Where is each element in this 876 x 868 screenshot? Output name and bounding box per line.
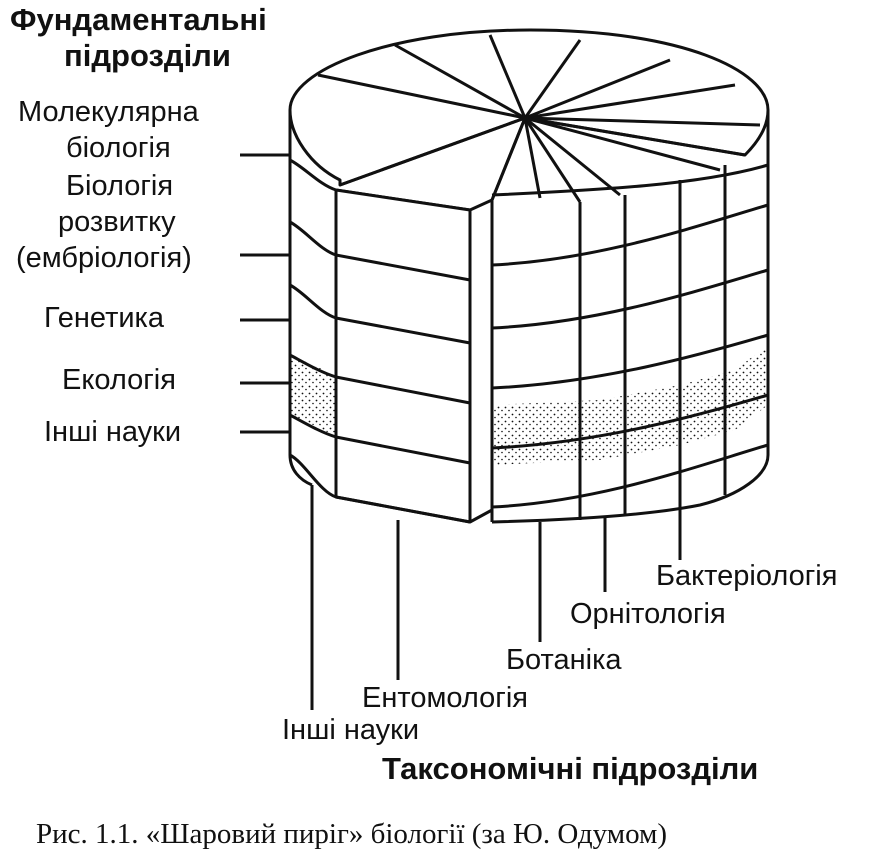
- layer-top-wedge-front: [335, 188, 471, 212]
- taxonomic-title: Таксономічні підрозділи: [382, 751, 759, 786]
- fundamental-title-line-2: підрозділи: [64, 38, 231, 73]
- slice-radial-line-5: [524, 58, 671, 120]
- layer-molecular-development-right-front: [491, 203, 769, 267]
- protruding-wedge-front: [334, 190, 472, 524]
- slice-radial-line-13: [490, 117, 527, 201]
- slice-radial-line-2: [394, 43, 526, 120]
- slice-radial-line-7: [524, 116, 761, 127]
- layer-development-genetics-right-front: [491, 268, 769, 330]
- layer-molecular-development-wedge-front: [335, 253, 471, 282]
- layer-bottom-right-front: [491, 443, 769, 509]
- wedge-bottom-join: [469, 508, 493, 524]
- layer-development-genetics-left-side: [289, 283, 337, 320]
- taxon-label-entomology: Ентомологія: [362, 682, 528, 714]
- slice-radial-line-3: [488, 34, 527, 119]
- slice-radial-line-10: [524, 116, 621, 197]
- slice-radial-line-12: [523, 117, 542, 199]
- slice-radial-line-4: [523, 39, 582, 119]
- slice-radial-line-9: [524, 116, 721, 172]
- layer-label-genetics: Генетика: [44, 302, 165, 334]
- layer-genetics-ecology-wedge-front: [335, 375, 471, 405]
- ecology-band-left-side: [290, 355, 336, 437]
- slice-radial-line-11: [523, 117, 582, 203]
- taxon-label-bacteriology: Бактеріологія: [656, 560, 838, 592]
- layer-ecology-other-left-side: [289, 413, 337, 439]
- layer-molecular-development-left-side: [289, 220, 337, 257]
- layer-label-development-1: Біологія: [66, 170, 174, 202]
- figure-caption: Рис. 1.1. «Шаровий пиріг» біології (за Ю…: [36, 818, 668, 850]
- taxon-label-ornithology: Орнітологія: [570, 598, 726, 630]
- cake-top-surface: [288, 28, 770, 187]
- layer-label-molecular-1: Молекулярна: [18, 96, 199, 128]
- layer-top-right-front: [491, 163, 769, 197]
- fundamental-title-line-1: Фундаментальні: [10, 2, 267, 37]
- layer-genetics-ecology-left-side: [289, 353, 337, 379]
- layer-label-development-2: розвитку: [58, 206, 176, 238]
- taxon-label-other: Інші науки: [282, 714, 420, 746]
- slice-radial-line-1: [317, 73, 526, 120]
- taxon-label-botany: Ботаніка: [506, 644, 622, 676]
- layer-genetics-ecology-right-front: [491, 333, 769, 390]
- slice-radial-line-8: [524, 116, 746, 157]
- layer-bottom-left-side: [289, 453, 337, 499]
- cake-right-outline: [491, 110, 770, 524]
- layer-ecology-other-right-front: [491, 393, 769, 450]
- layer-label-other: Інші науки: [44, 416, 182, 448]
- layer-bottom-wedge-front: [335, 495, 471, 524]
- layer-development-genetics-wedge-front: [335, 316, 471, 345]
- ecology-band-right-front: [492, 345, 768, 465]
- layer-ecology-other-wedge-front: [335, 435, 471, 465]
- slice-radial-line-6: [524, 83, 736, 120]
- layer-top-left-side: [289, 158, 337, 192]
- layer-label-molecular-2: біологія: [66, 132, 171, 164]
- layer-label-ecology: Екологія: [62, 364, 176, 396]
- layer-label-development-3: (ембріологія): [16, 242, 192, 274]
